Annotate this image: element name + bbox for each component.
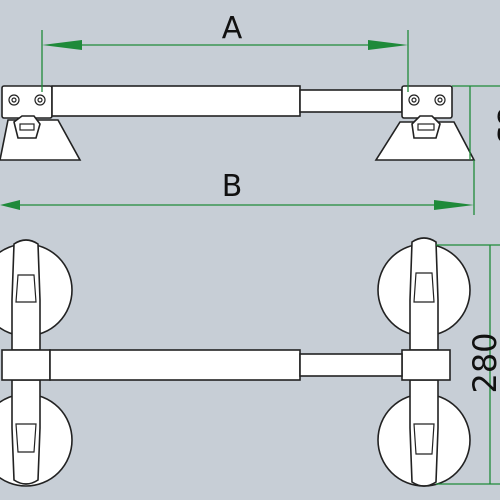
right-screw-2 [434, 94, 446, 106]
dimension-height: 85 [452, 85, 500, 160]
left-screw-1 [8, 94, 20, 106]
left-top-block [1, 349, 51, 381]
dimension-a: A [41, 11, 409, 92]
dimension-spacing: 280 [436, 244, 500, 485]
right-top-block [401, 349, 451, 381]
dimension-a-label: A [222, 11, 243, 46]
right-bottom-lever-icon [409, 379, 439, 487]
dimension-b: B [0, 160, 475, 215]
dimension-b-label: B [222, 169, 243, 204]
dimension-spacing-label: 280 [466, 332, 500, 393]
left-lever-icon [13, 115, 41, 139]
top-main-tube [49, 349, 301, 381]
inner-tube [299, 89, 403, 113]
top-view [0, 237, 471, 487]
side-view [0, 85, 476, 161]
dimension-height-label: 85 [490, 107, 500, 145]
top-inner-tube [299, 353, 403, 377]
right-lever-icon [411, 115, 441, 139]
left-bottom-lever-icon [11, 379, 41, 485]
right-screw-1 [408, 94, 420, 106]
main-tube [51, 85, 301, 117]
left-screw-2 [34, 94, 46, 106]
